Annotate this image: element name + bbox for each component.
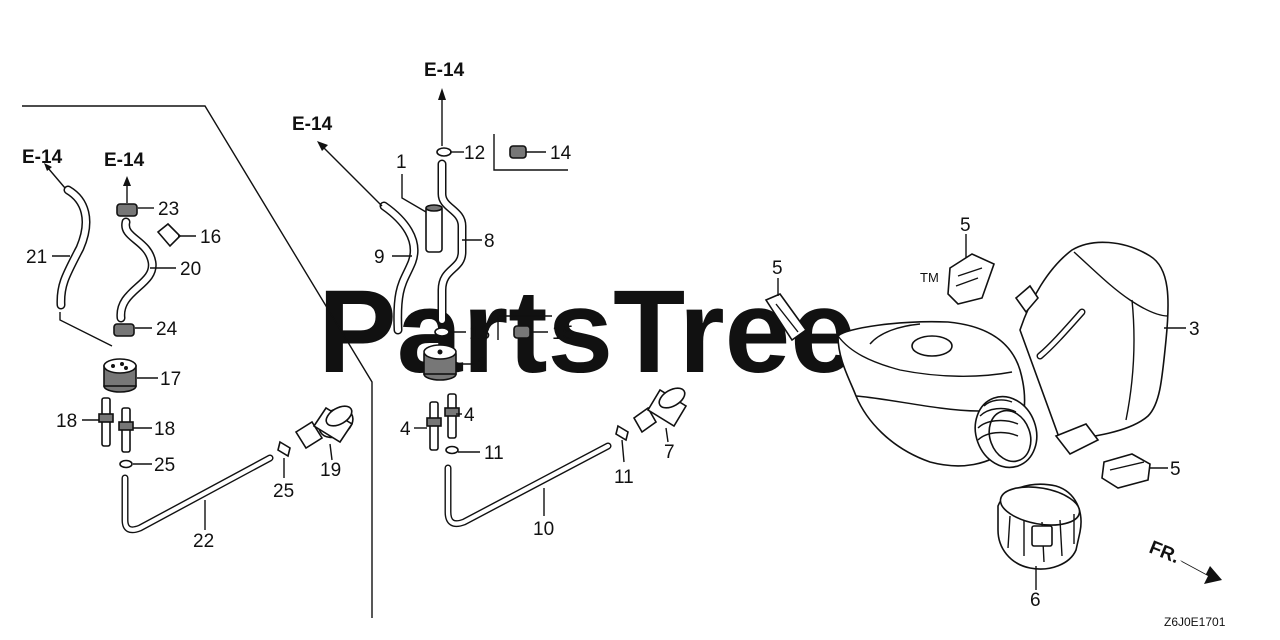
joint-18b bbox=[118, 407, 134, 453]
hose-20 bbox=[116, 217, 157, 323]
ref-label-e14-left: E-14 bbox=[22, 147, 63, 168]
callout-24: 24 bbox=[156, 319, 178, 340]
callout-3: 3 bbox=[1189, 319, 1200, 340]
hose-21 bbox=[56, 185, 91, 310]
callout-4a: 4 bbox=[400, 419, 411, 440]
bracket-14 bbox=[493, 134, 568, 171]
watermark-text: PartsTree bbox=[318, 266, 856, 398]
callout-6: 6 bbox=[1030, 590, 1041, 611]
grommet-17 bbox=[103, 358, 137, 393]
callout-15: 15 bbox=[552, 323, 573, 344]
callout-16: 16 bbox=[200, 227, 221, 248]
front-arrow bbox=[1180, 560, 1222, 584]
filter-7 bbox=[632, 387, 688, 434]
clip-11-right bbox=[615, 424, 629, 442]
callout-8: 8 bbox=[484, 231, 495, 252]
callout-10: 10 bbox=[533, 519, 554, 540]
arrow-head-9 bbox=[317, 141, 328, 151]
hose-10 bbox=[444, 442, 612, 528]
clip-25-right bbox=[277, 440, 291, 458]
callout-17: 17 bbox=[160, 369, 181, 390]
leader-11b bbox=[621, 439, 625, 463]
group-divider-line bbox=[22, 105, 373, 618]
callout-1: 1 bbox=[396, 152, 407, 173]
callout-23: 23 bbox=[158, 199, 179, 220]
callout-7: 7 bbox=[664, 442, 675, 463]
clamp-23 bbox=[116, 203, 138, 217]
callout-11b: 11 bbox=[614, 467, 634, 488]
callout-18a: 18 bbox=[56, 411, 77, 432]
callout-5-top: 5 bbox=[960, 215, 971, 236]
callout-18b: 18 bbox=[154, 419, 175, 440]
joint-4b bbox=[444, 393, 460, 439]
ref-label-e14-top: E-14 bbox=[424, 60, 465, 81]
drawing-code: Z6J0E1701 bbox=[1164, 615, 1226, 629]
arrow-head-23 bbox=[123, 176, 131, 186]
callout-25b: 25 bbox=[273, 481, 294, 502]
ref-label-e14-upper-hose: E-14 bbox=[104, 150, 145, 171]
callout-13: 13 bbox=[469, 323, 490, 344]
clip-13 bbox=[434, 327, 450, 337]
nut-14 bbox=[509, 145, 527, 159]
nut-15 bbox=[513, 325, 531, 339]
callout-2: 2 bbox=[477, 355, 488, 376]
clip-25-left bbox=[119, 459, 133, 469]
callout-21: 21 bbox=[26, 247, 47, 268]
grommet-2 bbox=[423, 344, 457, 381]
callout-22: 22 bbox=[193, 531, 214, 552]
callout-5-left: 5 bbox=[772, 258, 783, 279]
leader-1 bbox=[401, 174, 427, 213]
fuel-cap-6 bbox=[997, 483, 1082, 570]
joint-4a bbox=[426, 401, 442, 451]
callout-5-right: 5 bbox=[1170, 459, 1181, 480]
fuel-tank-3 bbox=[837, 241, 1169, 469]
leader-7 bbox=[665, 427, 669, 443]
ref-label-e14-middle: E-14 bbox=[292, 114, 333, 135]
arrow-head-21 bbox=[44, 163, 52, 171]
arrow-ref-9 bbox=[321, 145, 383, 207]
hose-9 bbox=[379, 201, 419, 335]
callout-12: 12 bbox=[464, 143, 485, 164]
filter-19 bbox=[294, 405, 354, 450]
leader-19 bbox=[329, 443, 333, 461]
joint-18a bbox=[98, 397, 114, 447]
tube-1 bbox=[425, 204, 443, 253]
trademark-mark: TM bbox=[920, 270, 939, 285]
bracket-15 bbox=[497, 315, 552, 340]
callout-11a: 11 bbox=[484, 443, 504, 464]
clip-12 bbox=[436, 147, 452, 157]
leader-21-17 bbox=[59, 312, 113, 347]
callout-14: 14 bbox=[550, 143, 572, 164]
front-indicator-label: FR. bbox=[1146, 537, 1182, 568]
callout-20: 20 bbox=[180, 259, 201, 280]
arrow-head-12 bbox=[438, 88, 446, 100]
pad-5-top bbox=[947, 253, 995, 305]
hose-8 bbox=[437, 159, 467, 325]
clamp-24 bbox=[113, 323, 135, 337]
callout-9: 9 bbox=[374, 247, 385, 268]
hose-22 bbox=[121, 454, 274, 534]
callout-19: 19 bbox=[320, 460, 341, 481]
callout-4b: 4 bbox=[464, 405, 475, 426]
callout-25a: 25 bbox=[154, 455, 175, 476]
cap-16 bbox=[156, 222, 182, 248]
arrow-ref-21 bbox=[47, 167, 66, 189]
pad-5-left bbox=[764, 293, 808, 342]
pad-5-right bbox=[1101, 453, 1151, 489]
clip-11-left bbox=[445, 445, 459, 455]
